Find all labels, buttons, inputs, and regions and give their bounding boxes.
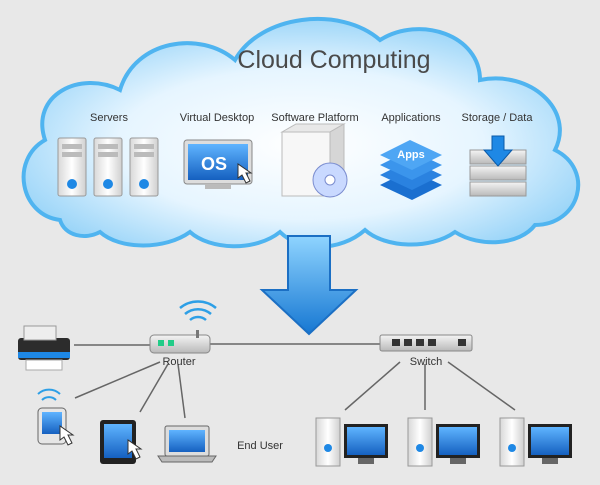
laptop-icon bbox=[157, 425, 217, 463]
end-user-label: End User bbox=[237, 440, 283, 452]
virtual-desktop-label: Virtual Desktop bbox=[179, 112, 255, 124]
diagram-title: Cloud Computing bbox=[237, 46, 431, 74]
pointer-hand-icon bbox=[237, 163, 253, 184]
apps-badge-text: Apps bbox=[397, 149, 425, 161]
servers-label: Servers bbox=[90, 112, 128, 124]
virtual-desktop-monitor-icon: OS bbox=[183, 139, 253, 189]
desktop-computer-3 bbox=[499, 417, 572, 467]
router-label: Router bbox=[162, 356, 196, 368]
router-wifi-signal-icon bbox=[179, 300, 217, 322]
switch-icon bbox=[379, 334, 473, 352]
applications-label: Applications bbox=[381, 112, 441, 124]
software-box-disc-icon bbox=[280, 123, 348, 198]
switch-label: Switch bbox=[409, 356, 443, 368]
network-links bbox=[74, 343, 516, 419]
router-icon bbox=[149, 300, 217, 354]
cloud-to-network-arrow bbox=[259, 235, 359, 336]
software-platform-label: Software Platform bbox=[271, 112, 359, 124]
smartphone-icon bbox=[37, 388, 75, 446]
apps-stack-icon: Apps bbox=[380, 140, 442, 200]
tablet-icon bbox=[100, 420, 143, 464]
desktop-computer-1 bbox=[315, 417, 388, 467]
servers-icon bbox=[57, 137, 159, 197]
storage-data-label: Storage / Data bbox=[461, 112, 533, 124]
printer-icon bbox=[18, 325, 70, 371]
desktop-computer-2 bbox=[407, 417, 480, 467]
storage-database-icon bbox=[469, 135, 527, 197]
virtual-desktop-screen-text: OS bbox=[201, 154, 227, 174]
